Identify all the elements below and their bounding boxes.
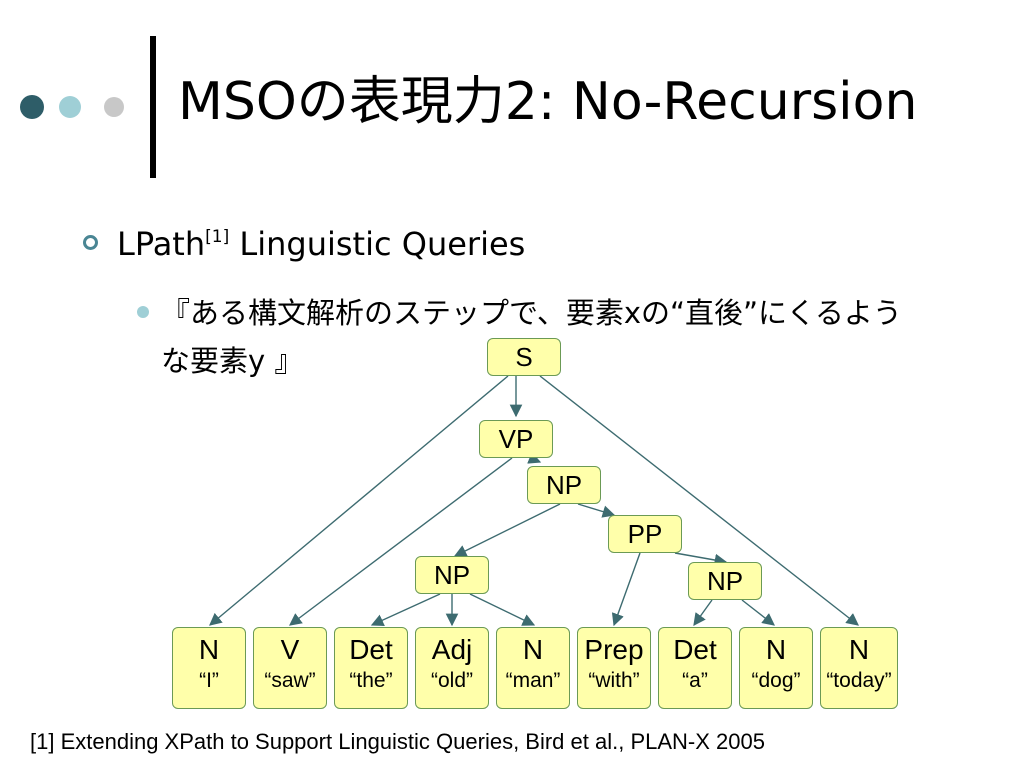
slide-title: MSOの表現力2: No-Recursion bbox=[178, 72, 918, 132]
leaf-node-6: Prep“with” bbox=[577, 627, 651, 709]
leaf-node-3: Det“the” bbox=[334, 627, 408, 709]
title-dot-gray bbox=[104, 97, 124, 117]
bullet-main-rest: Linguistic Queries bbox=[229, 225, 526, 263]
tree-edge-s-l9 bbox=[539, 375, 859, 626]
tree-edge-np2-l5 bbox=[469, 593, 536, 626]
bullet-sub-text: 『ある構文解析のステップで、要素xの“直後”にくるような要素y 』 bbox=[161, 296, 902, 378]
tree-edge-vp-l2 bbox=[288, 457, 513, 626]
tree-edge-np3-l8 bbox=[741, 599, 775, 626]
tree-node-NP-1: NP bbox=[527, 466, 601, 504]
footnote: [1] Extending XPath to Support Linguisti… bbox=[30, 729, 765, 754]
tree-node-NP-2: NP bbox=[415, 556, 489, 594]
bullet-main-citation: [1] bbox=[205, 227, 230, 247]
leaf-node-9: N“today” bbox=[820, 627, 898, 709]
bullet-main-text: LPath bbox=[117, 225, 206, 263]
title-dot-dark bbox=[20, 95, 44, 119]
tree-node-S: S bbox=[487, 338, 561, 376]
tree-node-NP-3: NP bbox=[688, 562, 762, 600]
leaf-node-8: N“dog” bbox=[739, 627, 813, 709]
tree-edge-np2-l3 bbox=[370, 593, 441, 627]
tree-edge-pp-np3 bbox=[674, 552, 728, 567]
tree-edge-np3-l7 bbox=[693, 599, 713, 627]
tree-edge-s-l1 bbox=[209, 375, 509, 626]
tree-edge-np1-np2 bbox=[453, 503, 561, 557]
tree-edge-pp-l6 bbox=[611, 552, 641, 627]
leaf-node-1: N“I” bbox=[172, 627, 246, 709]
leaf-node-4: Adj“old” bbox=[415, 627, 489, 709]
bullet-dot-icon bbox=[137, 306, 149, 318]
leaf-node-2: V“saw” bbox=[253, 627, 327, 709]
leaf-node-7: Det“a” bbox=[658, 627, 732, 709]
tree-edge-vp-np1 bbox=[527, 451, 542, 464]
tree-edge-np1-pp bbox=[577, 503, 616, 518]
title-dot-light bbox=[59, 96, 81, 118]
tree-node-VP: VP bbox=[479, 420, 553, 458]
title-divider bbox=[150, 36, 156, 178]
tree-node-PP: PP bbox=[608, 515, 682, 553]
bullet-ring-icon bbox=[83, 235, 98, 250]
bullet-main: LPath[1] Linguistic Queries bbox=[117, 224, 525, 264]
leaf-node-5: N“man” bbox=[496, 627, 570, 709]
